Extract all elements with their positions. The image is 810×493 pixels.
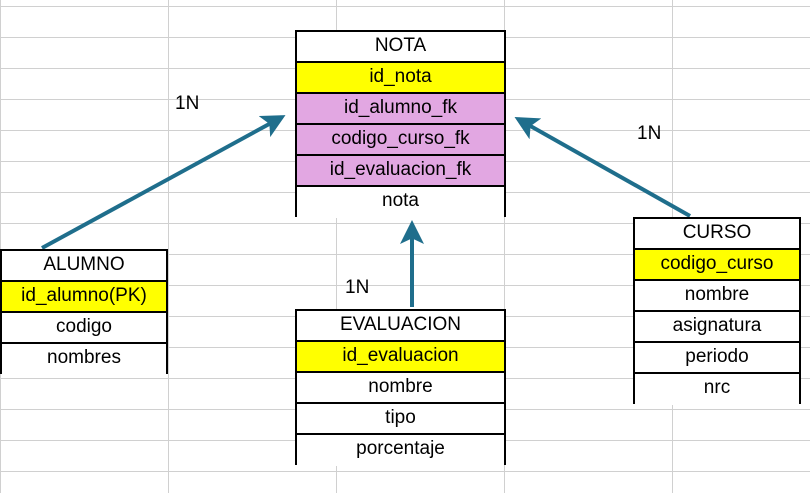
connector-alumno-to-nota [41,115,286,250]
field-tipo: tipo [297,404,504,435]
field-nombre: nombre [635,281,799,312]
entity-nota[interactable]: NOTA id_nota id_alumno_fk codigo_curso_f… [295,30,506,218]
field-codigo-curso-fk: codigo_curso_fk [297,125,504,156]
field-id-evaluacion: id_evaluacion [297,342,504,373]
cardinality-label-curso-nota: 1N [637,123,662,144]
field-id-nota: id_nota [297,63,504,94]
entity-title: CURSO [635,219,799,250]
cardinality-label-alumno-nota: 1N [175,93,200,114]
field-nota: nota [297,187,504,218]
field-asignatura: asignatura [635,312,799,343]
entity-title: ALUMNO [2,251,166,282]
cardinality-label-evaluacion-nota: 1N [345,277,370,298]
field-nombre: nombre [297,373,504,404]
field-id-evaluacion-fk: id_evaluacion_fk [297,156,504,187]
field-nrc: nrc [635,374,799,405]
field-periodo: periodo [635,343,799,374]
field-porcentaje: porcentaje [297,435,504,466]
entity-evaluacion[interactable]: EVALUACION id_evaluacion nombre tipo por… [295,309,506,466]
field-codigo-curso: codigo_curso [635,250,799,281]
field-codigo: codigo [2,313,166,344]
entity-title: NOTA [297,32,504,63]
entity-curso[interactable]: CURSO codigo_curso nombre asignatura per… [633,217,801,405]
entity-title: EVALUACION [297,311,504,342]
field-id-alumno-pk: id_alumno(PK) [2,282,166,313]
connector-curso-to-nota [514,117,691,218]
field-nombres: nombres [2,344,166,375]
field-id-alumno-fk: id_alumno_fk [297,94,504,125]
entity-alumno[interactable]: ALUMNO id_alumno(PK) codigo nombres [0,249,168,375]
